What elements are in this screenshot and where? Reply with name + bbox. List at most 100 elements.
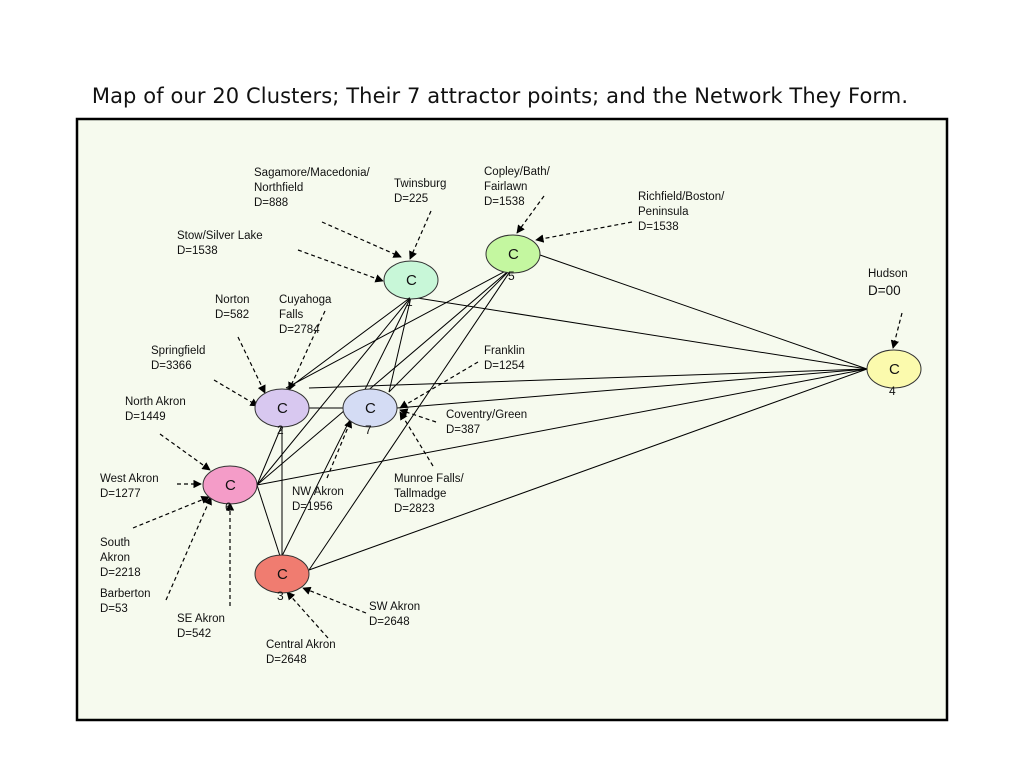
cluster-label-coventry-line-0: Coventry/Green [446,409,527,421]
labels-layer: Sagamore/Macedonia/NorthfieldD=888Twinsb… [100,166,908,666]
node-c6-letter: C [225,477,236,494]
arrow-hudson-to-c4 [890,312,903,349]
node-c5-number: 5 [508,269,515,283]
edge-c1-c2 [285,296,412,391]
edge-c1-c7 [388,296,412,393]
arrow-sw-akron-to-c3 [302,586,367,614]
edge-c4-c3 [308,368,868,571]
arrows-layer [132,195,903,639]
cluster-label-se-akron-line-1: D=542 [177,628,211,640]
arrow-munroe-to-c7 [399,411,434,467]
cluster-label-south-akron-line-2: D=2218 [100,567,141,579]
edge-c6-c3 [256,484,281,557]
node-c7-shape [342,388,398,428]
cluster-label-north-akron-line-1: D=1449 [125,411,166,423]
node-c5: C5 [485,234,541,283]
cluster-label-se-akron-line-0: SE Akron [177,613,225,625]
node-c3: C3 [254,554,310,603]
edge-c4-c6 [256,368,868,486]
arrow-nw-akron-to-c7 [326,419,352,479]
cluster-label-munroe-line-0: Munroe Falls/ [394,473,464,485]
node-c6-number: 6 [225,500,232,514]
edges-layer [256,254,868,571]
cluster-label-munroe-line-2: D=2823 [394,503,435,515]
node-c1-number: 1 [406,295,413,309]
arrow-twinsburg-to-c1 [409,210,432,260]
node-c1-shape [383,260,439,300]
arrow-barberton-to-c6 [165,496,212,601]
node-c7: C7 [342,388,398,437]
cluster-label-sagamore-line-1: Northfield [254,182,303,194]
edge-c2-c6 [256,424,283,486]
arrow-copley-to-c5 [516,195,545,234]
arrow-north-akron-to-c6 [159,433,211,471]
cluster-label-south-akron-line-1: Akron [100,552,130,564]
node-c2: C2 [254,388,310,437]
node-c2-letter: C [277,400,288,417]
node-c4-letter: C [889,361,900,378]
node-c7-letter: C [365,400,376,417]
edge-c5-c3 [308,266,514,571]
cluster-label-hudson-line-1: D=00 [868,283,901,298]
node-c5-letter: C [508,246,519,263]
arrow-franklin-to-c7 [399,361,479,409]
slide-title: Map of our 20 Clusters; Their 7 attracto… [91,84,909,108]
cluster-label-central-akron-line-0: Central Akron [266,639,336,651]
node-c3-shape [254,554,310,594]
cluster-label-springfield-line-1: D=3366 [151,360,192,372]
cluster-label-stow-line-1: D=1538 [177,245,218,257]
node-c5-shape [485,234,541,274]
edge-c5-c7 [388,266,514,393]
node-c4-number: 4 [889,384,896,398]
arrow-stow-to-c1 [297,249,384,283]
cluster-label-copley-line-0: Copley/Bath/ [484,166,551,178]
cluster-label-stow-line-0: Stow/Silver Lake [177,230,263,242]
cluster-label-south-akron-line-0: South [100,537,130,549]
cluster-label-cuyahoga-line-1: Falls [279,309,304,321]
arrow-richfield-to-c5 [535,221,633,243]
cluster-label-sw-akron-line-1: D=2648 [369,616,410,628]
cluster-label-central-akron-line-1: D=2648 [266,654,307,666]
diagram-panel [75,117,949,722]
edge-c4-c7 [396,368,868,409]
node-c3-number: 3 [277,589,284,603]
edge-c5-c2 [285,266,514,389]
cluster-label-norton-line-0: Norton [215,294,250,306]
node-c1-letter: C [406,272,417,289]
node-c2-number: 2 [277,423,284,437]
node-c2-shape [254,388,310,428]
edge-c5-c4 [539,254,868,370]
node-c6-shape [202,465,258,505]
cluster-label-barberton-line-0: Barberton [100,588,151,600]
node-c4-shape [866,349,922,389]
arrow-sagamore-to-c1 [321,221,402,258]
cluster-label-cuyahoga-line-2: D=2784 [279,324,320,336]
cluster-label-richfield-line-0: Richfield/Boston/ [638,191,725,203]
cluster-label-nw-akron-line-0: NW Akron [292,486,344,498]
cluster-label-franklin-line-0: Franklin [484,345,525,357]
node-c4: C4 [866,349,922,398]
cluster-label-twinsburg-line-0: Twinsburg [394,178,446,190]
cluster-label-west-akron-line-0: West Akron [100,473,159,485]
node-c7-number: 7 [365,423,372,437]
cluster-label-richfield-line-1: Peninsula [638,206,689,218]
cluster-label-nw-akron-line-1: D=1956 [292,501,333,513]
arrow-cuyahoga-to-c2 [288,310,326,391]
